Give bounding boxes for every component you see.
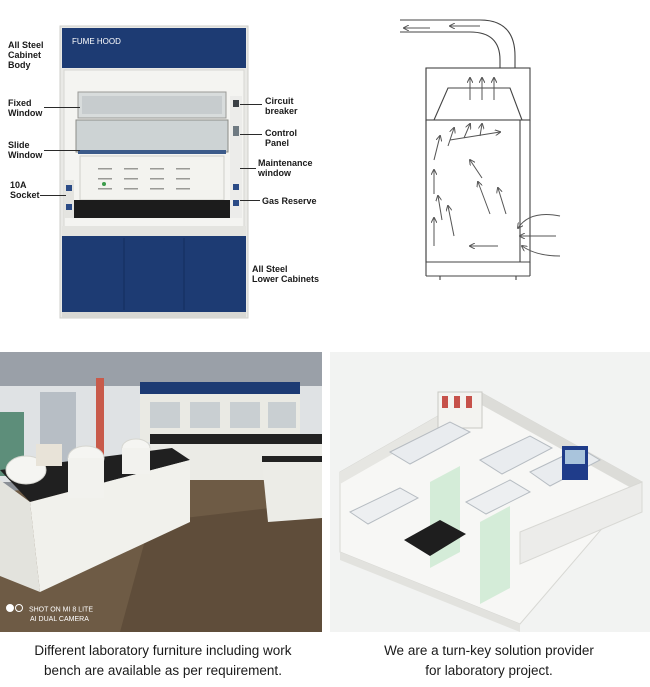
gas-reserve-valve [233, 184, 239, 190]
hood-plinth [62, 312, 246, 318]
hood-header-panel [62, 28, 246, 68]
hood-upper-outline [425, 67, 531, 121]
slide-window [75, 119, 229, 153]
caption-right-line-2: for laboratory project. [425, 663, 553, 678]
hood-base-trim [62, 226, 246, 236]
label-gas-reserve: Gas Reserve [262, 196, 317, 206]
arrow-icon [470, 160, 483, 179]
arrow-icon [448, 206, 455, 237]
caption-left-line-2: bench are available as per requirement. [44, 663, 282, 678]
socket-outlet [66, 185, 72, 191]
exhaust-duct-top [400, 31, 501, 68]
leader-line [40, 195, 66, 196]
arrow-icon [478, 182, 491, 215]
leader-line [240, 104, 262, 105]
arrow-icon [447, 128, 454, 147]
arrow-icon [463, 124, 470, 139]
arrow-icon [449, 132, 500, 141]
leader-line [240, 168, 256, 169]
arrow-icon [433, 136, 440, 161]
airflow-drawing [400, 19, 561, 280]
control-panel-display [233, 126, 239, 136]
leader-line [44, 150, 80, 151]
exhaust-duct-bottom [400, 19, 516, 68]
leader-line [240, 200, 260, 201]
left-side-panel [64, 180, 74, 218]
fixed-window-glass [82, 96, 222, 114]
leader-line [240, 134, 262, 135]
label-slide-window: Slide Window [8, 140, 43, 160]
hood-baffle [433, 87, 523, 121]
leader-line [44, 107, 80, 108]
gas-reserve-valve-2 [233, 200, 239, 206]
caption-left: Different laboratory furniture including… [0, 641, 326, 681]
baffle-slots [98, 168, 190, 190]
caption-left-line-1: Different laboratory furniture including… [34, 643, 292, 658]
label-fixed-window: Fixed Window [8, 98, 43, 118]
arrow-icon [438, 196, 443, 221]
label-lower-cabinets: All Steel Lower Cabinets [252, 264, 320, 284]
hood-body-outline [425, 120, 531, 263]
fume-hood-drawing: FUME HOOD [59, 25, 249, 319]
label-control-panel: Control Panel [265, 128, 297, 148]
layout-drawing [339, 391, 643, 632]
airflow-diagram [330, 0, 650, 330]
label-socket: 10A Socket [10, 180, 40, 200]
camera-logo-icon [6, 604, 24, 615]
socket-outlet-lower [66, 204, 72, 210]
hood-header-text: FUME HOOD [72, 37, 121, 46]
arrow-icon [480, 124, 482, 137]
circuit-breaker-switch [233, 100, 239, 107]
hood-worktop [74, 200, 230, 218]
camera-watermark: SHOT ON MI 8 LITE AI DUAL CAMERA [6, 604, 93, 624]
airflow-arrows [404, 26, 561, 257]
watermark-line-1: SHOT ON MI 8 LITE [28, 606, 94, 614]
caption-right-line-1: We are a turn-key solution provider [384, 643, 594, 658]
label-maintenance-window: Maintenance window [258, 158, 313, 178]
lab-photo-drawing [0, 352, 322, 632]
label-cabinet-body: All Steel Cabinet Body [8, 40, 44, 70]
label-circuit-breaker: Circuit breaker [265, 96, 298, 116]
lab-furniture-photo: SHOT ON MI 8 LITE AI DUAL CAMERA [0, 352, 322, 632]
lower-cabinets [62, 236, 246, 312]
slide-window-handle [78, 150, 226, 154]
arrow-icon [522, 246, 561, 257]
arrow-icon [518, 214, 561, 229]
caption-right: We are a turn-key solution provider for … [328, 641, 650, 681]
arrow-icon [498, 188, 507, 215]
indicator-light [102, 182, 106, 186]
watermark-line-2: AI DUAL CAMERA [30, 616, 89, 623]
lab-layout-render [330, 352, 650, 632]
fume-hood-illustration: FUME HOOD [0, 0, 330, 330]
